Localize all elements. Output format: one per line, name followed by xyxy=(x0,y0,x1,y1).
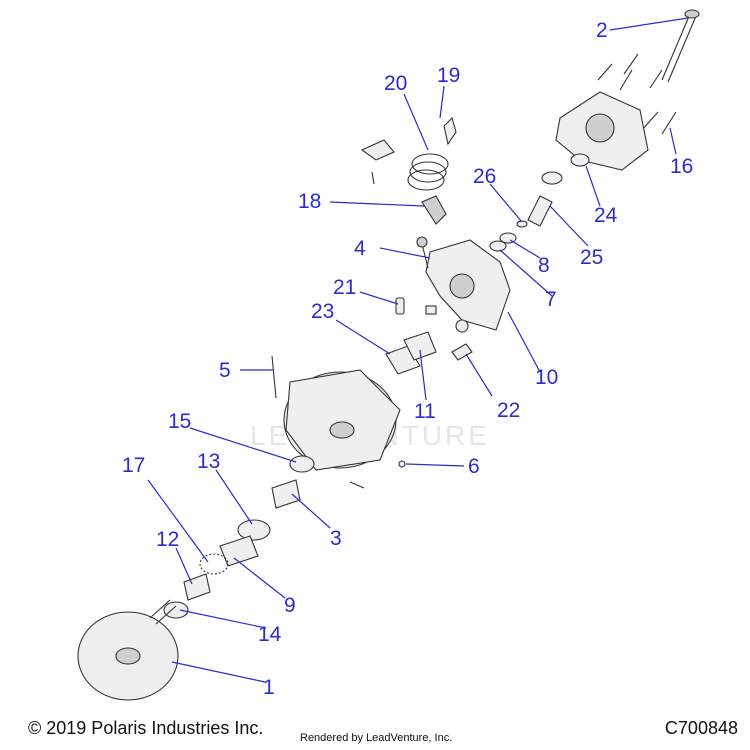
callout-21: 21 xyxy=(333,276,356,299)
part-small-pin xyxy=(371,171,375,185)
part-25-sleeve xyxy=(527,171,563,227)
callout-20: 20 xyxy=(384,72,407,95)
part-small-bolts xyxy=(597,53,677,135)
callout-4: 4 xyxy=(354,237,366,260)
part-24-bushing xyxy=(570,153,590,167)
part-15-ring xyxy=(289,455,315,473)
part-moveable-sheave xyxy=(283,369,401,471)
part-spider-plate xyxy=(555,91,649,171)
callout-26: 26 xyxy=(473,165,496,188)
leader-lines xyxy=(147,17,689,683)
part-26-oring xyxy=(516,220,528,228)
callout-24: 24 xyxy=(594,204,618,227)
part-18-weight xyxy=(421,195,447,225)
callout-22: 22 xyxy=(497,399,520,422)
callout-10: 10 xyxy=(535,366,558,389)
part-5-bolt xyxy=(271,355,277,399)
part-flyweight xyxy=(360,139,395,161)
part-21-screw xyxy=(395,297,405,315)
callout-18: 18 xyxy=(298,190,321,213)
callout-14: 14 xyxy=(258,623,282,646)
callout-1: 1 xyxy=(263,676,275,699)
part-6-screw xyxy=(398,460,406,468)
part-small-insert xyxy=(425,305,437,315)
callout-13: 13 xyxy=(197,450,220,473)
callout-9: 9 xyxy=(284,594,296,617)
callout-15: 15 xyxy=(168,410,191,433)
diagram-code: C700848 xyxy=(664,718,738,738)
callout-23: 23 xyxy=(311,300,334,323)
callout-8: 8 xyxy=(538,254,550,277)
part-7-washer xyxy=(489,240,507,252)
callout-5: 5 xyxy=(219,359,231,382)
part-10-roller xyxy=(455,319,469,333)
part-13-ring xyxy=(237,519,271,541)
part-1-fixed-sheave xyxy=(77,599,179,701)
part-11-bushing xyxy=(403,331,437,361)
part-2-bolt xyxy=(661,9,700,83)
part-19-pin xyxy=(443,116,457,146)
part-17-clip xyxy=(199,553,229,575)
part-14-ring xyxy=(163,601,189,619)
copyright-text: © 2019 Polaris Industries Inc. xyxy=(28,718,264,738)
part-9-sleeve xyxy=(219,535,259,567)
callout-2: 2 xyxy=(596,19,608,42)
callout-7: 7 xyxy=(545,288,557,311)
part-22-roller-pin xyxy=(451,343,473,361)
part-pin xyxy=(349,481,365,489)
callout-3: 3 xyxy=(330,527,342,550)
part-3-bushing xyxy=(271,479,301,509)
part-20-spring xyxy=(407,153,449,191)
rendered-by-text: Rendered by LeadVenture, Inc. xyxy=(300,732,453,744)
part-12-spacer xyxy=(183,573,211,601)
callout-16: 16 xyxy=(670,155,693,178)
callout-19: 19 xyxy=(437,64,460,87)
callout-11: 11 xyxy=(414,400,436,423)
callout-6: 6 xyxy=(468,455,480,478)
part-8-washer xyxy=(499,232,517,244)
callout-17: 17 xyxy=(122,454,145,477)
callout-25: 25 xyxy=(580,246,603,269)
callout-12: 12 xyxy=(156,528,179,551)
part-4-housing xyxy=(416,236,511,331)
